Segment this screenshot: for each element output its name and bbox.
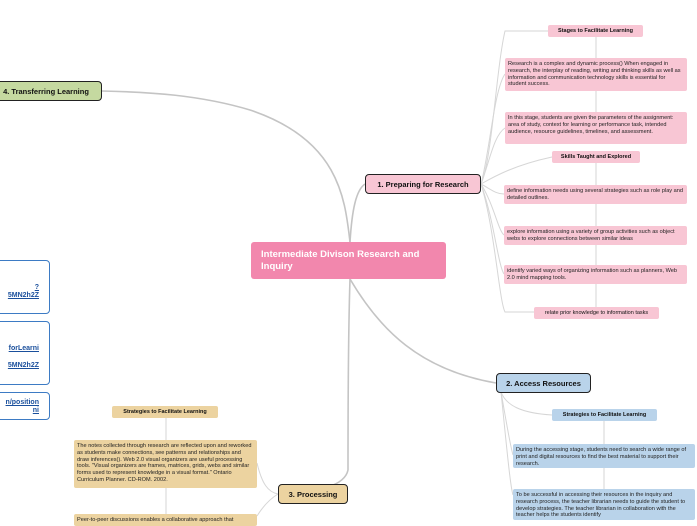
skills-header[interactable]: Skills Taught and Explored <box>552 151 640 163</box>
skill-text: relate prior knowledge to information ta… <box>544 310 649 316</box>
central-topic-label: Intermediate Divison Research and Inquir… <box>261 249 420 272</box>
link-card[interactable]: ? 5MN2h2Z <box>0 260 50 314</box>
stages-header[interactable]: Stages to Facilitate Learning <box>548 25 643 37</box>
skill-item[interactable]: explore information using a variety of g… <box>504 226 687 245</box>
branch-access-resources[interactable]: 2. Access Resources <box>496 373 591 393</box>
note-card[interactable]: In this stage, students are given the pa… <box>505 112 687 144</box>
link-card[interactable]: forLearni 5MN2h2Z <box>0 321 50 385</box>
skill-item[interactable]: define information needs using several s… <box>504 185 687 204</box>
skill-text: explore information using a variety of g… <box>507 229 675 242</box>
link-text[interactable]: n/position <box>5 399 39 406</box>
central-topic[interactable]: Intermediate Divison Research and Inquir… <box>251 242 446 279</box>
strategies-header-label: Strategies to Facilitate Learning <box>123 409 207 415</box>
note-card[interactable]: The notes collected through research are… <box>74 440 257 488</box>
note-card[interactable]: To be successful in accessing their reso… <box>513 489 695 520</box>
skill-text: identify varied ways of organizing infor… <box>507 268 677 281</box>
note-text: Research is a complex and dynamic proces… <box>508 61 681 88</box>
skills-header-label: Skills Taught and Explored <box>560 154 632 160</box>
stages-header-label: Stages to Facilitate Learning <box>558 28 633 34</box>
note-text: In this stage, students are given the pa… <box>508 115 674 135</box>
skill-item[interactable]: relate prior knowledge to information ta… <box>534 307 659 319</box>
branch-label: 1. Preparing for Research <box>377 179 469 189</box>
note-card[interactable]: During the accessing stage, students nee… <box>513 444 695 468</box>
note-text: Peer-to-peer discussions enables a colla… <box>77 517 234 523</box>
note-text: The notes collected through research are… <box>77 443 252 483</box>
skill-text: define information needs using several s… <box>507 188 683 201</box>
branch-transferring-learning[interactable]: 4. Transferring Learning <box>0 81 102 101</box>
branch-label: 3. Processing <box>288 489 338 499</box>
link-text[interactable]: 5MN2h2Z <box>7 362 39 369</box>
note-text: During the accessing stage, students nee… <box>516 447 687 467</box>
strategies-header-label: Strategies to Facilitate Learning <box>562 412 647 418</box>
strategies-header[interactable]: Strategies to Facilitate Learning <box>112 406 218 418</box>
branch-preparing-for-research[interactable]: 1. Preparing for Research <box>365 174 481 194</box>
branch-processing[interactable]: 3. Processing <box>278 484 348 504</box>
note-card[interactable]: Peer-to-peer discussions enables a colla… <box>74 514 257 526</box>
note-card[interactable]: Research is a complex and dynamic proces… <box>505 58 687 91</box>
link-card[interactable]: n/position ni <box>0 392 50 420</box>
note-text: To be successful in accessing their reso… <box>516 492 686 519</box>
strategies-header[interactable]: Strategies to Facilitate Learning <box>552 409 657 421</box>
link-text[interactable]: ? <box>34 284 39 291</box>
link-text[interactable]: 5MN2h2Z <box>7 292 39 299</box>
link-text[interactable]: ni <box>32 407 39 414</box>
skill-item[interactable]: identify varied ways of organizing infor… <box>504 265 687 284</box>
link-text[interactable]: forLearni <box>8 345 39 352</box>
branch-label: 4. Transferring Learning <box>3 86 89 96</box>
branch-label: 2. Access Resources <box>506 378 581 388</box>
